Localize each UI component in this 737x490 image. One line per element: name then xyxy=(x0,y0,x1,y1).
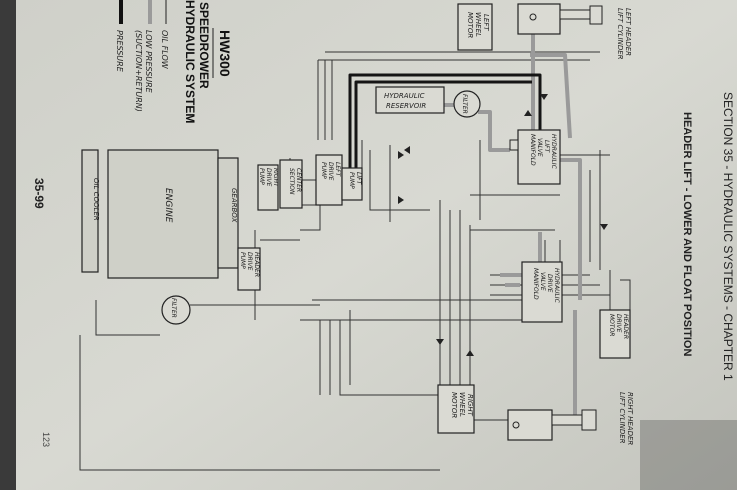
svg-text:DRIVE: DRIVE xyxy=(546,274,553,293)
hydraulic-reservoir: HYDRAULIC RESERVOIR xyxy=(375,86,445,114)
svg-text:HEADER: HEADER xyxy=(253,252,260,277)
filter-bottom: FILTER xyxy=(161,295,191,325)
lift-pump: LIFT PUMP xyxy=(341,167,363,201)
pressure-lines xyxy=(348,73,542,168)
page-header-title: HEADER LIFT - LOWER AND FLOAT POSITION xyxy=(681,112,693,356)
svg-text:MOTOR: MOTOR xyxy=(450,392,458,418)
svg-text:CENTER: CENTER xyxy=(295,168,302,192)
svg-text:MANIFOLD: MANIFOLD xyxy=(532,268,539,300)
svg-text:PUMP: PUMP xyxy=(258,168,265,185)
engine: ENGINE xyxy=(107,149,219,279)
svg-text:DRIVE: DRIVE xyxy=(327,162,334,181)
svg-text:RIGHT: RIGHT xyxy=(466,394,474,417)
svg-text:FILTER: FILTER xyxy=(461,94,468,114)
svg-text:HYDRAULIC: HYDRAULIC xyxy=(550,134,557,170)
svg-text:WHEEL: WHEEL xyxy=(458,392,466,417)
svg-text:GEARBOX: GEARBOX xyxy=(230,188,238,223)
svg-text:PUMP: PUMP xyxy=(239,252,246,269)
hydraulic-drive-valve-manifold: HYDRAULIC DRIVE VALVE MANIFOLD xyxy=(521,261,563,323)
svg-text:PUMP: PUMP xyxy=(320,162,327,179)
right-header-lift-cylinder: RIGHT HEADER LIFT CYLINDER xyxy=(507,392,634,445)
svg-text:DRIVE: DRIVE xyxy=(246,252,253,271)
svg-text:DRIVE: DRIVE xyxy=(265,168,272,187)
left-drive-pump: LEFT DRIVE PUMP xyxy=(315,154,343,206)
legend-low-pressure: LOW PRESSURE xyxy=(144,30,153,94)
header-title-text: HEADER LIFT - LOWER AND FLOAT POSITION xyxy=(681,112,693,356)
header-drive-pump: HEADER DRIVE PUMP xyxy=(237,247,261,291)
left-header-lift-cylinder: LEFT HEADER LIFT CYLINDER xyxy=(517,3,632,60)
svg-text:LEFT HEADER: LEFT HEADER xyxy=(624,8,632,56)
svg-text:123: 123 xyxy=(41,432,51,447)
model-title: HW300 xyxy=(217,30,233,77)
svg-text:LEFT: LEFT xyxy=(482,14,490,31)
title-block: HW300 SPEEDROWER HYDRAULIC SYSTEM OIL FL… xyxy=(115,0,233,123)
svg-text:RESERVOIR: RESERVOIR xyxy=(386,102,426,110)
page-header: SECTION 35 - HYDRAULIC SYSTEMS - CHAPTER… xyxy=(721,92,735,381)
svg-text:ENGINE: ENGINE xyxy=(163,188,173,223)
svg-text:DRIVE: DRIVE xyxy=(615,314,622,333)
title-line2: HYDRAULIC SYSTEM xyxy=(183,0,197,123)
svg-text:RIGHT HEADER: RIGHT HEADER xyxy=(626,392,634,445)
page-number: 35-99 xyxy=(32,178,46,209)
svg-text:MANIFOLD: MANIFOLD xyxy=(529,134,536,166)
svg-text:VALVE: VALVE xyxy=(536,138,543,157)
svg-text:MOTOR: MOTOR xyxy=(466,12,474,38)
left-wheel-motor: LEFT WHEEL MOTOR xyxy=(457,3,493,51)
svg-text:LIFT CYLINDER: LIFT CYLINDER xyxy=(616,8,624,60)
svg-text:SECTION: SECTION xyxy=(288,168,295,195)
svg-text:LEFT: LEFT xyxy=(334,162,341,178)
legend-oil-flow: OIL FLOW xyxy=(160,30,169,70)
svg-text:HEADER: HEADER xyxy=(622,314,629,339)
svg-text:RIGHT: RIGHT xyxy=(272,168,279,188)
svg-text:HYDRAULIC: HYDRAULIC xyxy=(553,268,560,304)
svg-text:VALVE: VALVE xyxy=(539,272,546,291)
flow-arrows xyxy=(398,94,608,356)
hydraulic-lift-valve-manifold: HYDRAULIC LIFT VALVE MANIFOLD xyxy=(509,129,561,185)
legend-suction-return: (SUCTION+RETURN) xyxy=(134,30,143,112)
gearbox: GEARBOX xyxy=(217,157,239,269)
filter-top: FILTER xyxy=(453,90,481,118)
right-drive-pump: RIGHT DRIVE PUMP xyxy=(257,164,279,211)
center-section: CENTER SECTION xyxy=(279,159,303,209)
svg-text:LIFT: LIFT xyxy=(355,172,362,186)
svg-text:LIFT: LIFT xyxy=(543,140,550,154)
svg-text:MOTOR: MOTOR xyxy=(608,314,615,336)
svg-text:OIL COOLER: OIL COOLER xyxy=(92,178,100,221)
svg-text:FILTER: FILTER xyxy=(170,298,177,318)
right-wheel-motor: RIGHT WHEEL MOTOR xyxy=(437,384,475,434)
svg-text:LIFT CYLINDER: LIFT CYLINDER xyxy=(618,392,626,444)
svg-text:WHEEL: WHEEL xyxy=(474,12,482,37)
header-section-text: SECTION 35 - HYDRAULIC SYSTEMS - CHAPTER… xyxy=(721,92,735,381)
legend-pressure: PRESSURE xyxy=(115,30,124,73)
title-line1: SPEEDROWER xyxy=(197,2,211,89)
svg-text:35-99: 35-99 xyxy=(32,178,46,209)
margin-number: 123 xyxy=(41,432,51,447)
dark-left-edge xyxy=(0,0,16,490)
oil-cooler: OIL COOLER xyxy=(81,149,100,273)
svg-text:PUMP: PUMP xyxy=(348,172,355,189)
svg-text:HYDRAULIC: HYDRAULIC xyxy=(384,92,425,100)
header-drive-motor: HEADER DRIVE MOTOR xyxy=(599,309,631,359)
photo-vignette xyxy=(640,420,737,490)
